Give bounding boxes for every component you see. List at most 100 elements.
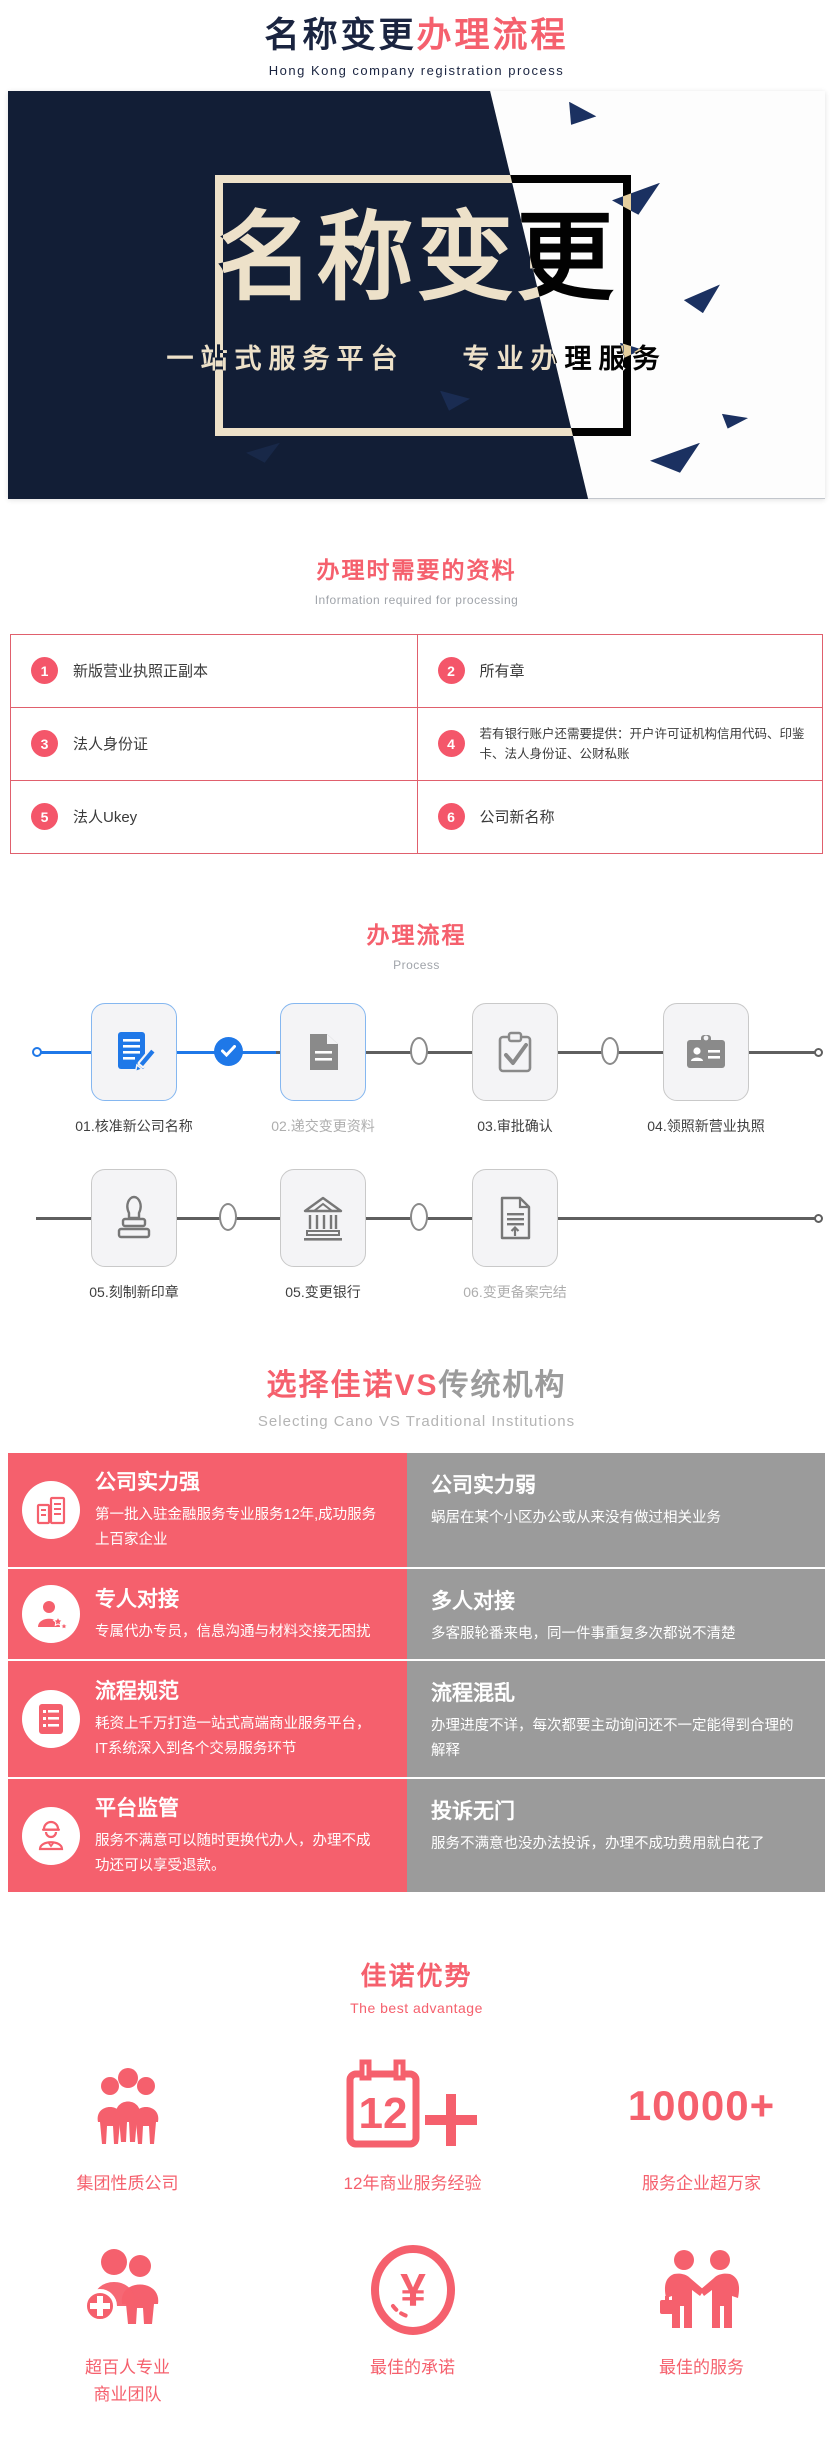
connector-line <box>36 1216 821 1220</box>
material-item: 1 新版营业执照正副本 <box>11 635 417 707</box>
building-icon <box>22 1480 80 1539</box>
advantage-item: 10000+ 服务企业超万家 <box>570 2056 833 2197</box>
process-step-card <box>91 1002 177 1101</box>
yuan-symbol: ¥ <box>400 2264 426 2316</box>
check-icon <box>214 1036 243 1066</box>
comparison-left-text: 专人对接 专属代办专员，信息沟通与材料交接无困扰 <box>95 1583 371 1645</box>
comparison-title-accent: 选择佳诺VS <box>266 1368 439 1402</box>
page-bottom-spacer <box>0 2408 833 2464</box>
comparison-right-cell: 投诉无门 服务不满意也没办法投诉，办理不成功费用就白花了 <box>407 1778 825 1893</box>
advantage-label: 集团性质公司 <box>76 2174 179 2194</box>
process-step-card <box>91 1168 177 1267</box>
material-text: 法人Ukey <box>73 809 138 827</box>
comparison-title-gray: 传统机构 <box>438 1368 567 1402</box>
comparison-right-desc: 多客服轮番来电，同一件事重复多次都说不清楚 <box>431 1625 736 1642</box>
advantage-label: 最佳的服务 <box>659 2357 744 2377</box>
comparison-left-cell: 平台监管 服务不满意可以随时更换代办人，办理不成功还可以享受退款。 <box>8 1778 407 1893</box>
advantage-label-line1: 超百人专业 <box>85 2357 170 2377</box>
connector-ellipse <box>219 1202 237 1231</box>
comparison-right-desc: 服务不满意也没办法投诉，办理不成功费用就白花了 <box>431 1835 765 1852</box>
advantage-item: 最佳的服务 <box>570 2240 833 2408</box>
comparison-left-desc: 耗资上千万打造一站式高端商业服务平台，IT系统深入到各个交易服务环节 <box>95 1715 371 1758</box>
advantage-label: 超百人专业商业团队 <box>0 2354 255 2408</box>
stat-number: 10000+ <box>570 2056 833 2156</box>
hero-tagline: 一站式服务平台专业办理服务 <box>8 337 825 376</box>
material-text: 公司新名称 <box>479 809 555 827</box>
page-title: 名称变更办理流程 <box>0 14 833 58</box>
comparison-title: 选择佳诺VS传统机构 <box>0 1360 833 1404</box>
comparison-right-title: 投诉无门 <box>431 1799 515 1823</box>
comparison-right-title: 流程混乱 <box>431 1681 515 1705</box>
process-step-label: 05.变更银行 <box>285 1283 361 1300</box>
process-step-card <box>280 1168 366 1267</box>
comparison-left-desc: 专属代办专员，信息沟通与材料交接无困扰 <box>95 1623 371 1640</box>
comparison-section: 选择佳诺VS传统机构 Selecting Cano VS Traditional… <box>0 1360 833 1893</box>
material-text: 所有章 <box>479 663 525 681</box>
comparison-right-title: 多人对接 <box>431 1589 515 1613</box>
line-end-dot <box>814 1047 823 1057</box>
comparison-left-title: 专人对接 <box>95 1587 179 1611</box>
advantage-label: 服务企业超万家 <box>642 2174 761 2194</box>
process-row-1: 01.核准新公司名称 02.递交变更资料 03.审批确认 04.领照新营业执照 <box>0 996 833 1154</box>
hero-banner: 名称变更 一站式服务平台专业办理服务 <box>8 90 825 499</box>
comparison-right-title: 公司实力弱 <box>431 1473 536 1497</box>
comparison-row: 公司实力强 第一批入驻金融服务专业服务12年,成功服务上百家企业 公司实力弱 蜗… <box>8 1452 825 1567</box>
bank-icon <box>303 1196 343 1241</box>
material-item: 2 所有章 <box>416 634 823 707</box>
comparison-left-title: 平台监管 <box>95 1796 179 1820</box>
id-card-icon <box>687 1034 725 1068</box>
number-badge: 1 <box>31 657 58 685</box>
line-start-dot <box>32 1046 42 1057</box>
material-text: 新版营业执照正副本 <box>73 663 209 681</box>
materials-section: 办理时需要的资料 Information required for proces… <box>0 551 833 854</box>
advantage-item: 集团性质公司 <box>0 2056 255 2197</box>
advantage-item: 超百人专业商业团队 <box>0 2240 255 2408</box>
process-step-card <box>663 1002 749 1101</box>
page-title-accent: 办理流程 <box>416 16 569 55</box>
advantages-title: 佳诺优势 <box>360 1961 473 1992</box>
material-item: 3 法人身份证 <box>11 706 417 780</box>
comparison-left-title: 公司实力强 <box>95 1470 200 1494</box>
advantage-label: 最佳的承诺 <box>370 2357 455 2377</box>
calendar-icon: 12 <box>255 2056 570 2156</box>
yuan-circle-icon: ¥ <box>255 2240 570 2340</box>
clipboard-check-icon <box>498 1031 532 1073</box>
comparison-right-desc: 办理进度不详，每次都要主动询问还不一定能得到合理的解释 <box>431 1717 794 1760</box>
comparison-left-desc: 第一批入驻金融服务专业服务12年,成功服务上百家企业 <box>95 1506 377 1549</box>
comparison-right-cell: 流程混乱 办理进度不详，每次都要主动询问还不一定能得到合理的解释 <box>407 1660 825 1777</box>
comparison-left-cell: 流程规范 耗资上千万打造一站式高端商业服务平台，IT系统深入到各个交易服务环节 <box>8 1660 407 1777</box>
advantage-item: ¥ 最佳的承诺 <box>255 2240 570 2408</box>
number-badge: 2 <box>437 657 465 685</box>
advantages-section: 佳诺优势 The best advantage 集团性质公司 <box>0 1956 833 2408</box>
comparison-subtitle: Selecting Cano VS Traditional Institutio… <box>257 1412 576 1430</box>
page-subtitle: Hong Kong company registration process <box>268 62 565 78</box>
triangle-icon <box>246 442 280 463</box>
hero-tagline-right: 专业办理服务 <box>462 343 667 374</box>
people-group-icon <box>0 2056 255 2156</box>
comparison-table: 公司实力强 第一批入驻金融服务专业服务12年,成功服务上百家企业 公司实力弱 蜗… <box>8 1452 825 1893</box>
comparison-left-text: 公司实力强 第一批入驻金融服务专业服务12年,成功服务上百家企业 <box>95 1466 380 1554</box>
comparison-left-text: 流程规范 耗资上千万打造一站式高端商业服务平台，IT系统深入到各个交易服务环节 <box>95 1675 380 1763</box>
materials-subtitle: Information required for processing <box>314 592 519 607</box>
comparison-right-cell: 公司实力弱 蜗居在某个小区办公或从来没有做过相关业务 <box>407 1452 825 1567</box>
material-item: 4 若有银行账户还需要提供：开户许可证机构信用代码、印鉴卡、法人身份证、公财私账 <box>416 706 822 780</box>
number-badge: 5 <box>31 803 58 831</box>
material-text: 法人身份证 <box>73 736 149 754</box>
agent-icon <box>22 1584 80 1643</box>
document-upload-icon <box>500 1196 531 1239</box>
process-step-label: 02.递交变更资料 <box>271 1117 375 1134</box>
connector-ellipse <box>601 1036 619 1065</box>
supervisor-icon <box>22 1806 80 1865</box>
process-step-label: 04.领照新营业执照 <box>647 1117 765 1134</box>
checklist-icon <box>22 1689 80 1748</box>
process-title: 办理流程 <box>366 921 467 948</box>
page-header: 名称变更办理流程 Hong Kong company registration … <box>0 0 833 78</box>
line-end-dot <box>814 1213 823 1223</box>
material-item: 6 公司新名称 <box>416 779 822 853</box>
comparison-left-text: 平台监管 服务不满意可以随时更换代办人，办理不成功还可以享受退款。 <box>95 1792 380 1880</box>
materials-title: 办理时需要的资料 <box>316 556 517 583</box>
advantage-label-line2: 商业团队 <box>93 2384 162 2404</box>
comparison-left-desc: 服务不满意可以随时更换代办人，办理不成功还可以享受退款。 <box>95 1832 371 1874</box>
hero-headline: 名称变更 <box>216 202 617 312</box>
